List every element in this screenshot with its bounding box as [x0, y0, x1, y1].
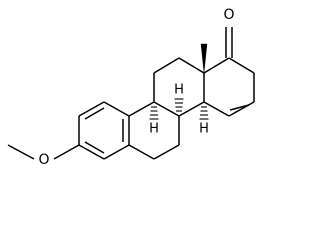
- aromatic-double-bond: [84, 141, 105, 154]
- bond: [203, 101, 230, 117]
- bond: [178, 57, 205, 74]
- h-c8-label: H: [174, 83, 184, 98]
- stereo-h-c8: [174, 98, 184, 112]
- bond: [78, 144, 105, 160]
- bond: [153, 101, 180, 117]
- bond: [228, 101, 255, 117]
- bond: [228, 57, 255, 74]
- h-c9-label: H: [149, 122, 159, 137]
- alkene-double-bond: [229, 104, 250, 111]
- bond: [103, 101, 130, 117]
- aromatic-ring-a: [78, 101, 130, 160]
- bond: [53, 144, 80, 160]
- bond: [7, 144, 35, 160]
- methoxy-oxygen-label: O: [38, 152, 49, 168]
- bond: [203, 57, 230, 74]
- ketone-group: [225, 27, 233, 58]
- ring-b: [128, 101, 180, 160]
- bond: [128, 144, 155, 160]
- ketone-oxygen-label: O: [223, 7, 234, 23]
- ring-c: [153, 57, 205, 117]
- molecule-structure: O O H H H: [7, 6, 255, 168]
- methoxy-group: [7, 144, 80, 160]
- aromatic-double-bond: [84, 107, 105, 120]
- stereo-h-c14: [199, 106, 209, 120]
- h-c14-label: H: [199, 122, 209, 137]
- methyl-wedge-bond: [200, 43, 208, 74]
- bond: [178, 101, 205, 117]
- ring-d: [203, 57, 255, 117]
- bond: [103, 144, 130, 160]
- bond: [153, 57, 180, 74]
- bond: [128, 101, 155, 117]
- bond: [78, 101, 105, 117]
- stereo-h-c9: [149, 106, 159, 120]
- bond: [153, 144, 180, 160]
